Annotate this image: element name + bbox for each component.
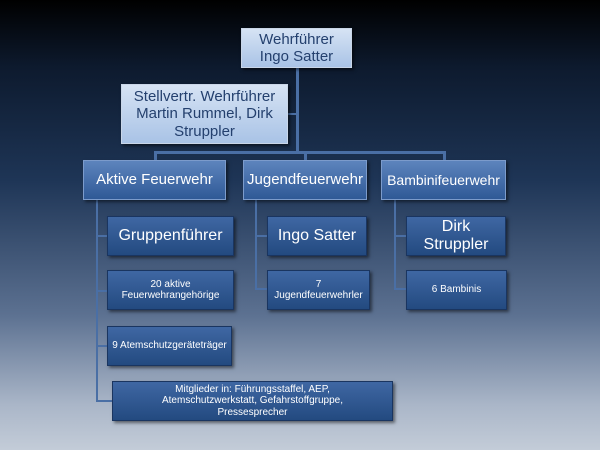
- department-bambini: Bambinifeuerwehr: [381, 160, 506, 200]
- aktive-item: Mitglieder in: Führungsstaffel, AEP, Ate…: [112, 381, 393, 421]
- deputy-text: Stellvertr. Wehrführer Martin Rummel, Di…: [133, 88, 276, 140]
- head-title: Wehrführer: [259, 30, 334, 48]
- jugend-item: 7 Jugendfeuerwehrler: [267, 270, 370, 310]
- head-name: Ingo Satter: [259, 48, 334, 65]
- connector: [154, 151, 157, 161]
- connector: [394, 200, 396, 290]
- aktive-item: Gruppenführer: [107, 216, 234, 256]
- connector: [394, 288, 406, 290]
- item-label: Ingo Satter: [277, 226, 357, 244]
- connector: [96, 290, 108, 292]
- aktive-item: 9 Atemschutzgeräteträger: [107, 326, 232, 366]
- item-label: 6 Bambinis: [431, 284, 482, 296]
- department-label: Bambinifeuerwehr: [387, 171, 500, 188]
- head-box: Wehrführer Ingo Satter: [241, 28, 352, 68]
- department-aktive: Aktive Feuerwehr: [83, 160, 226, 200]
- connector: [394, 235, 406, 237]
- department-label: Aktive Feuerwehr: [96, 171, 213, 189]
- connector: [96, 235, 108, 237]
- item-label: Mitglieder in: Führungsstaffel, AEP, Ate…: [161, 383, 343, 418]
- connector: [96, 200, 98, 402]
- connector: [154, 151, 446, 154]
- connector: [288, 113, 298, 115]
- jugend-item: Ingo Satter: [267, 216, 367, 256]
- connector: [96, 400, 112, 402]
- item-label: Dirk Struppler: [423, 217, 489, 253]
- connector: [255, 288, 267, 290]
- aktive-item: 20 aktive Feuerwehrangehörige: [107, 270, 234, 310]
- item-label: 20 aktive Feuerwehrangehörige: [121, 278, 220, 302]
- connector: [304, 151, 307, 161]
- item-label: 9 Atemschutzgeräteträger: [112, 340, 227, 352]
- connector: [255, 200, 257, 290]
- bambini-item: Dirk Struppler: [406, 216, 506, 256]
- connector: [443, 151, 446, 161]
- department-jugend: Jugendfeuerwehr: [243, 160, 367, 200]
- connector: [96, 345, 108, 347]
- connector: [296, 67, 299, 153]
- bambini-item: 6 Bambinis: [406, 270, 507, 310]
- deputy-box: Stellvertr. Wehrführer Martin Rummel, Di…: [121, 84, 288, 144]
- department-label: Jugendfeuerwehr: [247, 171, 363, 189]
- item-label: 7 Jugendfeuerwehrler: [274, 278, 363, 302]
- item-label: Gruppenführer: [118, 226, 223, 244]
- connector: [255, 235, 267, 237]
